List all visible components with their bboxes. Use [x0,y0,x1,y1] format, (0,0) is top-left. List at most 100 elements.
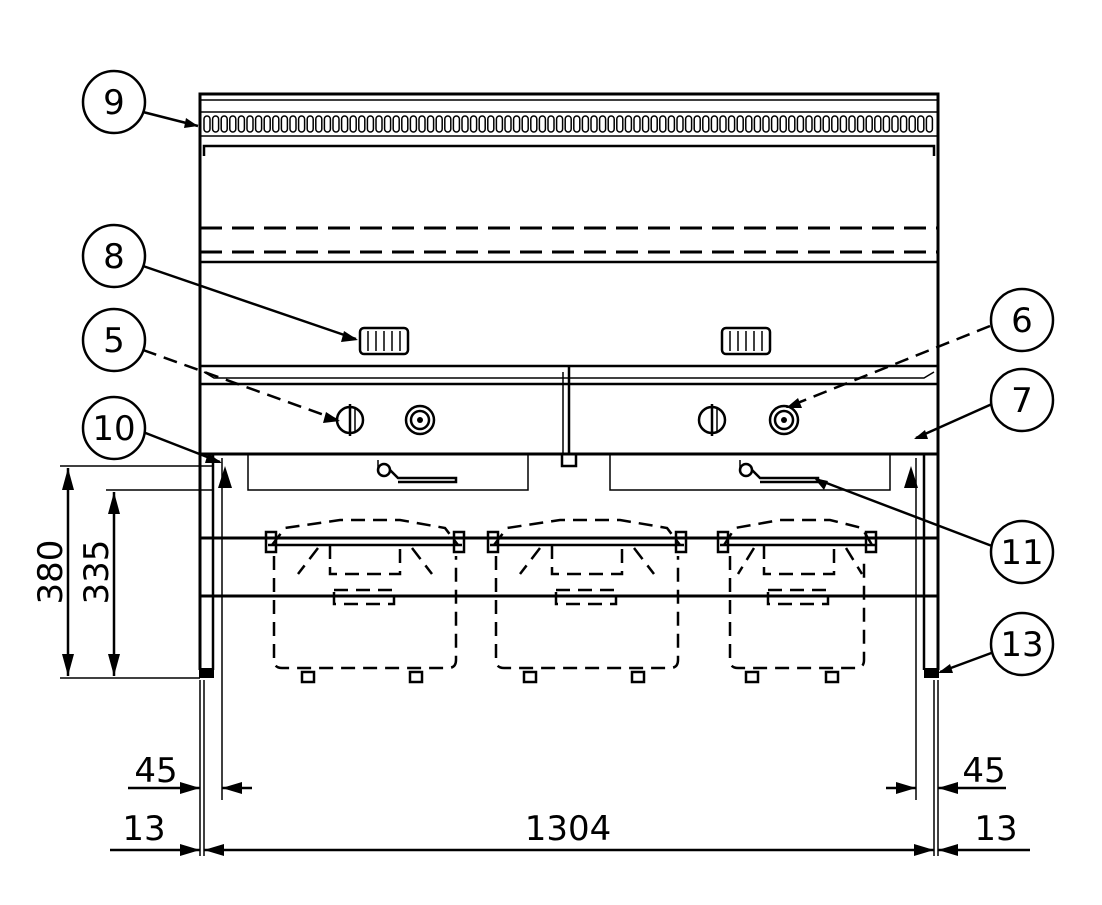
igniter-knob-right [768,404,800,436]
vent-slot [487,115,495,133]
vent-slot [220,115,228,133]
vent-slot [607,115,615,133]
dimension-13-left-label: 13 [122,809,165,849]
svg-text:13: 13 [1000,625,1043,665]
vent-slot [495,115,504,133]
igniter-knob-left [404,404,436,436]
callout-11: 11 [989,519,1055,585]
vent-slot [452,115,461,133]
vent-slot [340,115,349,133]
vent-slot [874,115,882,133]
vent-slot [805,115,813,133]
vent-slot [753,115,762,133]
vent-slot [788,115,796,133]
level-marker-left [218,466,232,488]
vent-slot [263,115,271,133]
vent-slot [899,115,908,133]
vent-slot [555,115,564,133]
dimension-45-left: 45 [128,751,252,794]
vent-slot [375,115,383,133]
vent-slot [590,115,598,133]
dimension-13-right-label: 13 [974,809,1017,849]
indicator-lamp-left [358,326,410,356]
vent-slot [237,115,246,133]
vent-slot [598,115,607,133]
vent-slot [917,115,925,133]
svg-text:11: 11 [1000,533,1043,573]
vent-slot [624,115,633,133]
vent-slot [770,115,779,133]
svg-text:9: 9 [103,83,125,123]
vent-slot [831,115,839,133]
hidden-band [200,226,938,264]
vent-slot [762,115,770,133]
vent-slot [409,115,418,133]
vent-slot [538,115,547,133]
vent-slot [865,115,873,133]
callout-13: 13 [989,611,1055,677]
vent-slot [504,115,512,133]
burner-units [264,518,878,684]
vent-slot [822,115,830,133]
vent-slot [719,115,727,133]
drain-valve-right [609,453,891,491]
svg-text:10: 10 [92,409,135,449]
vent-slot [289,115,297,133]
vent-slot [246,115,254,133]
vent-slot [461,115,469,133]
vent-slot [659,115,667,133]
vent-slot [366,115,375,133]
vent-slot [358,115,366,133]
svg-text:45: 45 [962,751,1005,791]
vent-grille-slots [203,115,934,133]
vent-slot [332,115,340,133]
vent-slot [254,115,263,133]
vent-slot [383,115,392,133]
vent-slot [521,115,529,133]
vent-slot [908,115,916,133]
leader-lines [142,110,995,674]
burner-unit-1 [264,518,466,684]
vent-slot [736,115,744,133]
vent-slot [796,115,805,133]
control-panel [200,364,938,468]
vent-slot [547,115,555,133]
vent-slot [530,115,538,133]
callout-7: 7 [989,367,1055,433]
indicator-lamp-right [720,326,772,356]
vent-slot [676,115,684,133]
vent-slot [512,115,521,133]
shelf-rails [200,536,938,598]
vent-grille [199,111,939,156]
vent-slot [435,115,443,133]
vent-slot [925,115,934,133]
leg-left [198,454,215,678]
dimension-335-label: 335 [77,540,117,605]
callout-6: 6 [989,287,1055,353]
gas-valve-knob-right [697,404,727,436]
vent-slot [349,115,357,133]
vent-slot [203,115,211,133]
dimension-45-right: 45 [886,751,1006,794]
vent-slot [856,115,865,133]
vent-slot [444,115,452,133]
vent-slot [418,115,426,133]
vent-slot [779,115,787,133]
vent-slot [272,115,280,133]
svg-text:6: 6 [1011,301,1033,341]
callout-8: 8 [81,223,147,289]
vent-slot [839,115,848,133]
vent-slot [693,115,701,133]
vent-slot [745,115,753,133]
vent-slot [633,115,641,133]
vent-slot [478,115,486,133]
vent-slot [323,115,332,133]
vent-slot [211,115,220,133]
vent-slot [401,115,409,133]
gas-valve-knob-left [335,404,365,436]
burner-unit-3 [716,518,878,684]
vent-slot [564,115,572,133]
vent-slot [684,115,693,133]
callout-5: 5 [81,307,147,373]
